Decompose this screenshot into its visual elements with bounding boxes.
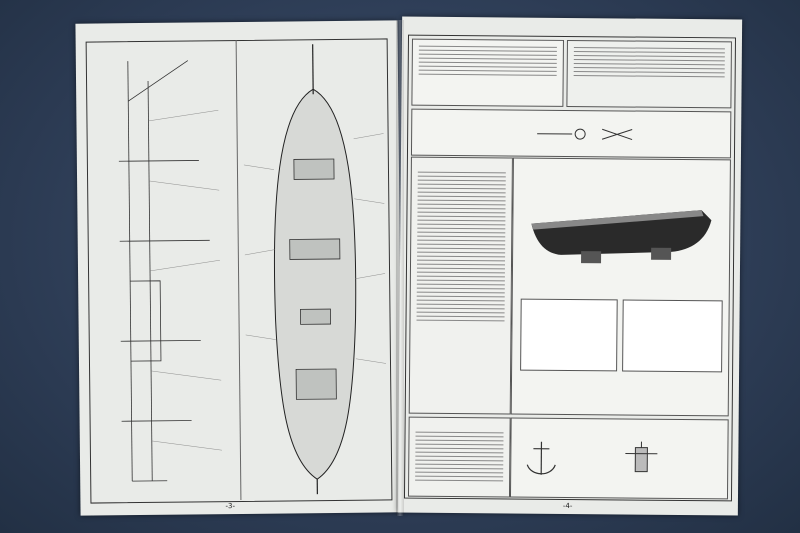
step-1-text bbox=[408, 156, 513, 415]
ship-deck-plan-icon bbox=[243, 44, 387, 495]
capstan-icon bbox=[625, 441, 658, 473]
tool-icon bbox=[537, 128, 633, 141]
right-page-number: -4- bbox=[562, 501, 573, 511]
left-instruction-page: -3- bbox=[75, 20, 403, 516]
caution-box bbox=[411, 38, 564, 107]
assembly-detail-b bbox=[622, 299, 723, 373]
ship-side-profile-icon bbox=[118, 60, 222, 482]
right-instruction-page: 1 2 bbox=[397, 16, 743, 516]
rope-section bbox=[410, 108, 732, 159]
step-1-diagram bbox=[510, 157, 731, 417]
multilingual-notes bbox=[566, 39, 732, 109]
left-page-number: -3- bbox=[225, 502, 236, 511]
anchor-icon bbox=[526, 441, 556, 475]
center-fold bbox=[396, 20, 404, 516]
hull-illustration-icon bbox=[531, 210, 712, 264]
assembly-detail-a bbox=[520, 298, 618, 372]
step-2-diagram bbox=[509, 417, 729, 500]
step-2-text bbox=[407, 416, 511, 498]
